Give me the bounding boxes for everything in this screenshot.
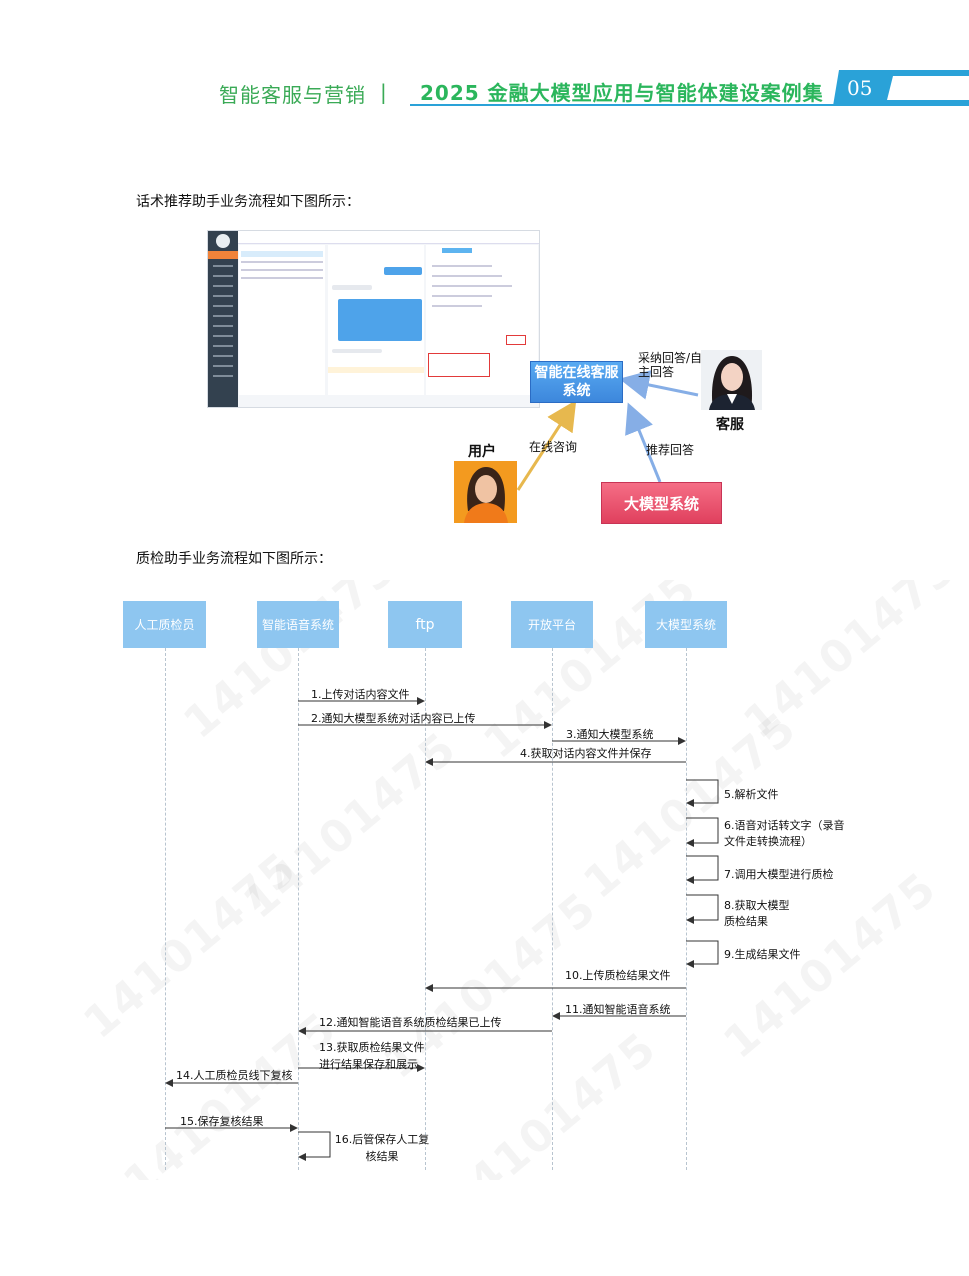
message-8: 8.获取大模型质检结果 [724,899,790,928]
screenshot-chat-panel [328,245,424,395]
customer-service-screenshot [207,230,540,408]
message-4: 4.获取对话内容文件并保存 [520,747,652,760]
user-avatar [454,461,517,523]
intelligent-service-system-node: 智能在线客服系统 [530,361,623,403]
lifeline-ftp [425,648,426,1170]
lifeline-manual-inspector [165,648,166,1170]
message-10: 10.上传质检结果文件 [565,969,671,982]
message-2: 2.通知大模型系统对话内容已上传 [311,712,476,725]
message-6: 6.语音对话转文字（录音文件走转换流程） [724,819,845,848]
lifeline-voice-system [298,648,299,1170]
message-15: 15.保存复核结果 [180,1115,264,1128]
edge-label-llm: 推荐回答 [646,443,695,457]
actor-ftp: ftp [388,601,462,648]
screenshot-session-list [239,245,325,395]
page-number-badge [833,70,969,106]
actor-llm-system: 大模型系统 [645,601,727,648]
header-underline [410,104,840,106]
message-14: 14.人工质检员线下复核 [176,1069,293,1082]
agent-avatar [701,350,762,410]
message-12: 12.通知智能语音系统质检结果已上传 [319,1016,502,1029]
actor-open-platform: 开放平台 [511,601,593,648]
edge-label-user: 在线咨询 [529,440,578,454]
flow-arrows [516,370,699,491]
page-number: 05 [847,76,873,100]
intro-script-assistant: 话术推荐助手业务流程如下图所示： [136,194,360,210]
message-5: 5.解析文件 [724,788,779,801]
header-document-title: 2025 金融大模型应用与智能体建设案例集 [420,81,824,105]
intro-quality-assistant: 质检助手业务流程如下图所示： [136,551,332,567]
message-9: 9.生成结果文件 [724,948,801,961]
actor-manual-inspector: 人工质检员 [123,601,206,648]
screenshot-info-panel [426,245,538,395]
lifeline-llm-system [686,648,687,1170]
user-label: 用户 [468,444,496,460]
screenshot-toolbar [238,231,539,244]
message-3: 3.通知大模型系统 [566,728,654,741]
message-1: 1.上传对话内容文件 [311,688,410,701]
message-7: 7.调用大模型进行质检 [724,868,834,881]
agent-label: 客服 [716,417,744,433]
edge-label-agent: 采纳回答/自主回答 [638,351,703,379]
screenshot-sidebar [208,231,238,407]
header-section-title: 智能客服与营销 [219,83,366,107]
header-separator: | [380,80,387,104]
message-13: 13.获取质检结果文件进行结果保存和展示 [319,1041,425,1071]
message-16: 16.后管保存人工复核结果 [334,1133,430,1163]
message-11: 11.通知智能语音系统 [565,1003,671,1016]
actor-voice-system: 智能语音系统 [257,601,339,648]
lifeline-open-platform [552,648,553,1170]
llm-system-node: 大模型系统 [601,482,722,524]
